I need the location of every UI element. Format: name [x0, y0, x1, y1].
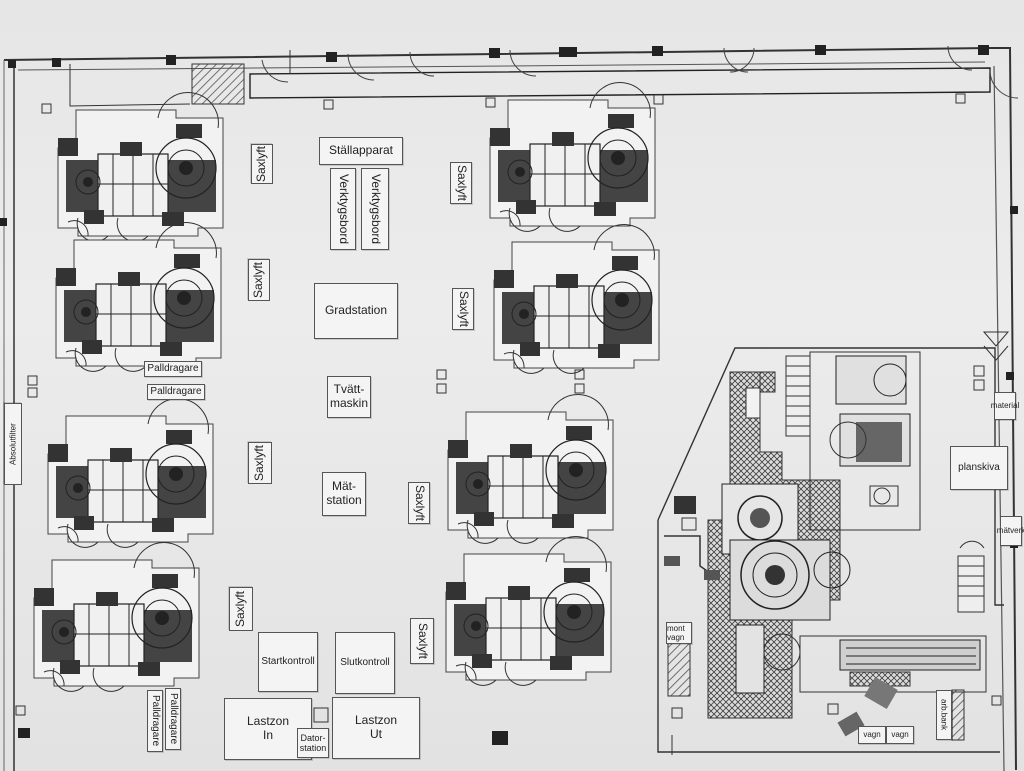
machine-right-3 [447, 393, 614, 544]
datorstation-label: Dator- station [297, 728, 329, 758]
machine-left-2 [55, 221, 222, 372]
machine-left-4 [33, 541, 200, 692]
saxlyft-label-1: Saxlyft [251, 144, 273, 184]
palldragare-label-2: Palldragare [147, 384, 205, 400]
vagn-label-1: vagn [858, 726, 886, 744]
machine-left-3 [47, 397, 214, 548]
saxlyft-label-5: Saxlyft [450, 162, 472, 204]
machine-right-1 [489, 81, 656, 232]
slutkontroll-label: Slutkontroll [335, 632, 395, 694]
startkontroll-label: Startkontroll [258, 632, 318, 692]
saxlyft-label-6: Saxlyft [452, 288, 474, 330]
absolutfilter-label: Absolutfilter [4, 403, 22, 485]
verktygsbord-label-2: Verktygsbord [361, 168, 389, 250]
saxlyft-label-8: Saxlyft [410, 618, 434, 664]
matstation-label: Mät- station [322, 472, 366, 516]
mont-vagn-label: mont vagn [666, 622, 692, 644]
stallapparat-label: Ställapparat [319, 137, 403, 165]
vagn-label-2: vagn [886, 726, 914, 744]
saxlyft-label-2: Saxlyft [248, 259, 270, 301]
machine-right-2 [493, 223, 660, 374]
saxlyft-label-7: Saxlyft [408, 482, 430, 524]
lastzon-ut-label: Lastzon Ut [332, 697, 420, 759]
tvattmaskin-label: Tvätt- maskin [327, 376, 371, 418]
saxlyft-label-4: Saxlyft [229, 587, 253, 631]
arb-bank-label: arb.bank [936, 690, 952, 740]
machine-left-1 [57, 91, 224, 242]
palldragare-label-1: Palldragare [144, 361, 202, 377]
gradstation-label: Gradstation [314, 283, 398, 339]
palldragare-label-4: Palldragare [165, 688, 181, 750]
material-label: material [991, 392, 1019, 420]
saxlyft-label-3: Saxlyft [248, 442, 272, 484]
matverk-label: mätverk [997, 516, 1024, 546]
verktygsbord-label-1: Verktygsbord [330, 168, 356, 250]
palldragare-label-3: Palldragare [147, 690, 163, 752]
machine-right-4 [445, 535, 612, 686]
planskiva-label: planskiva [950, 446, 1008, 490]
